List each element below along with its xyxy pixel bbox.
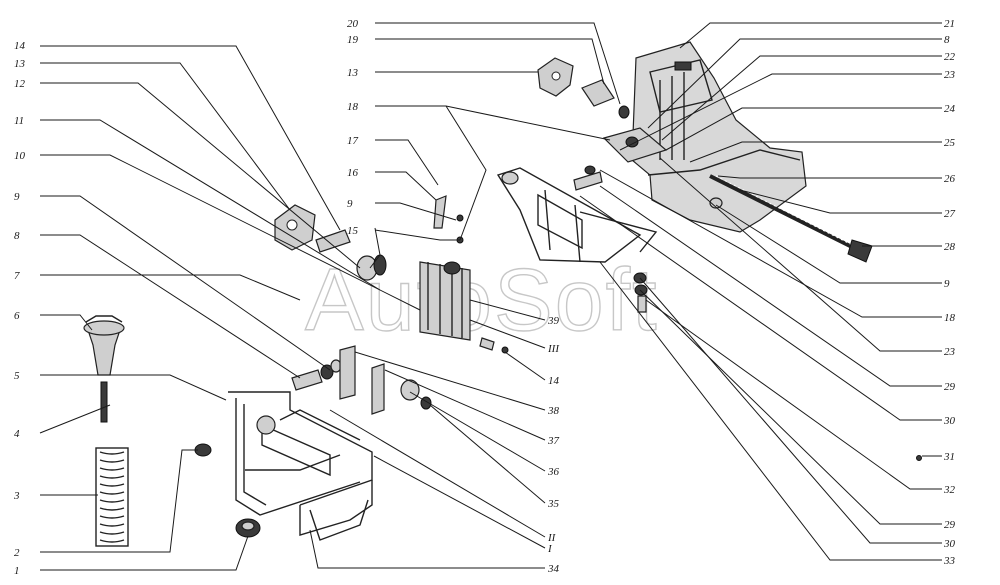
plate-part-36 xyxy=(371,363,432,415)
callout-right-21: 21 xyxy=(944,18,955,30)
seat-base-part-18 xyxy=(496,167,658,263)
knob-part-6 xyxy=(83,315,125,376)
mid-callouts: 20 19 13 18 17 16 9 15 xyxy=(347,18,359,237)
callout-center-37: 37 xyxy=(547,435,560,447)
callout-right-26: 26 xyxy=(944,173,956,185)
center-callouts: 39 III 14 38 37 36 35 II I 34 xyxy=(547,315,560,575)
rod-part-4 xyxy=(100,381,108,423)
coil-spring-part-3 xyxy=(95,447,129,547)
callout-mid-9: 9 xyxy=(347,198,353,210)
callout-right-9: 9 xyxy=(944,278,950,290)
right-callouts: 21 8 22 23 24 25 26 27 28 9 18 23 29 30 … xyxy=(943,18,956,567)
callout-mid-13: 13 xyxy=(347,67,359,79)
callout-left-7: 7 xyxy=(14,270,20,282)
bolt-part-7 xyxy=(291,359,342,391)
callout-left-2: 2 xyxy=(14,547,20,559)
callout-right-30b: 30 xyxy=(943,538,956,550)
callout-right-25: 25 xyxy=(944,137,956,149)
handle-part-13-top xyxy=(537,57,574,97)
callout-center-38: 38 xyxy=(547,405,560,417)
callout-right-22: 22 xyxy=(944,51,956,63)
block-part-13 xyxy=(274,204,316,251)
callout-right-31: 31 xyxy=(943,451,955,463)
callout-mid-19: 19 xyxy=(347,34,359,46)
seat-back-part-21 xyxy=(631,41,807,233)
callout-left-3: 3 xyxy=(13,490,20,502)
hinge-part-22 xyxy=(573,127,668,191)
callout-left-6: 6 xyxy=(14,310,20,322)
callout-center-II: II xyxy=(547,532,557,544)
frame-assembly-II xyxy=(228,391,373,541)
link-part-16 xyxy=(433,195,464,244)
nut-part-1 xyxy=(235,518,261,538)
callout-center-III: III xyxy=(547,343,560,355)
callout-center-I: I xyxy=(547,543,553,555)
callout-right-23a: 23 xyxy=(944,69,956,81)
callout-left-4: 4 xyxy=(14,428,20,440)
leader-lines xyxy=(39,22,942,571)
plate-part-37 xyxy=(339,345,356,400)
callout-left-13: 13 xyxy=(14,58,26,70)
callout-left-10: 10 xyxy=(14,150,26,162)
callout-right-23b: 23 xyxy=(944,346,956,358)
small-part-31-marker xyxy=(916,455,922,461)
callout-mid-16: 16 xyxy=(347,167,359,179)
callout-center-36: 36 xyxy=(547,466,560,478)
bolt-part-14 xyxy=(315,229,351,253)
callout-mid-15: 15 xyxy=(347,225,359,237)
callout-left-1: 1 xyxy=(14,565,20,577)
bracket-part-39 xyxy=(419,261,471,341)
callout-right-29b: 29 xyxy=(944,519,956,531)
callout-left-5: 5 xyxy=(14,370,20,382)
callout-mid-20: 20 xyxy=(347,18,359,30)
callout-center-35: 35 xyxy=(547,498,560,510)
sleeve-part-19 xyxy=(581,79,630,119)
callout-center-14: 14 xyxy=(548,375,560,387)
callout-left-11: 11 xyxy=(14,115,24,127)
callout-left-14: 14 xyxy=(14,40,26,52)
callout-center-34: 34 xyxy=(547,563,560,575)
callout-left-12: 12 xyxy=(14,78,26,90)
callout-center-39: 39 xyxy=(547,315,560,327)
callout-right-33: 33 xyxy=(943,555,956,567)
callout-left-8: 8 xyxy=(14,230,20,242)
callout-right-32: 32 xyxy=(943,484,956,496)
pin-part-14-center xyxy=(479,337,509,354)
bushing-part-11 xyxy=(356,254,387,281)
callout-left-9: 9 xyxy=(14,191,20,203)
callout-right-29a: 29 xyxy=(944,381,956,393)
callout-right-8: 8 xyxy=(944,34,950,46)
callout-right-27: 27 xyxy=(944,208,956,220)
callout-mid-17: 17 xyxy=(347,135,359,147)
callout-right-30a: 30 xyxy=(943,415,956,427)
callout-right-28: 28 xyxy=(944,241,956,253)
left-callouts: 14 13 12 11 10 9 8 7 6 5 4 3 2 1 xyxy=(13,40,26,577)
callout-mid-18: 18 xyxy=(347,101,359,113)
callout-right-24: 24 xyxy=(944,103,956,115)
callout-right-18: 18 xyxy=(944,312,956,324)
